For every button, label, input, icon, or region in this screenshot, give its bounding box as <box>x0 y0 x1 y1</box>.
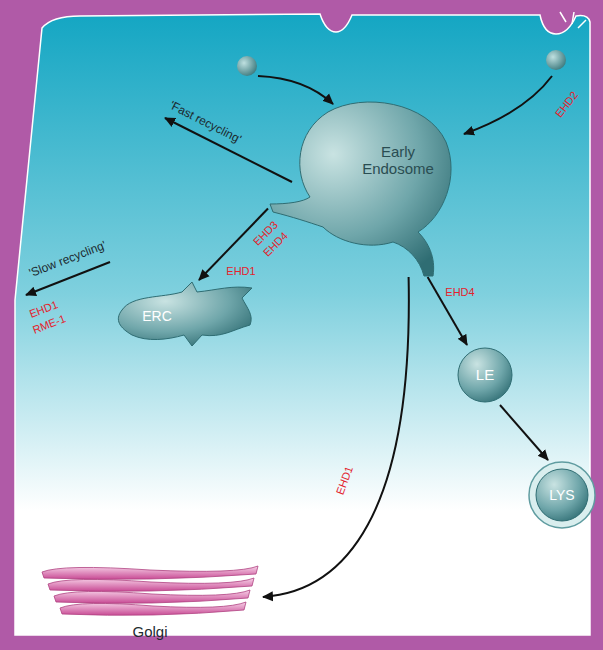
protein-label: EHD4 <box>445 286 474 299</box>
node-label: Early Endosome <box>348 143 448 178</box>
golgi-stack: Golgi <box>38 560 263 642</box>
trafficking-arrow <box>263 277 409 597</box>
protein-label: EHD1 <box>226 265 255 278</box>
node-label: LE <box>476 366 494 383</box>
node-label: Golgi <box>132 623 167 640</box>
node-shape <box>112 280 257 350</box>
node-label: ERC <box>142 308 172 324</box>
endocytosis-arrow <box>258 76 333 104</box>
endocytosis-arrow <box>464 76 552 134</box>
vesicle <box>237 56 257 76</box>
membrane-spikes <box>560 12 586 28</box>
lysosome: LYS <box>527 460 597 530</box>
trafficking-arrow <box>500 405 548 460</box>
vesicle <box>546 50 566 70</box>
node-label: LYS <box>549 487 574 503</box>
late-endosome: LE <box>455 345 515 405</box>
node-shape <box>268 92 458 277</box>
early-endosome: Early Endosome <box>268 92 458 277</box>
cytoplasm <box>15 14 590 635</box>
recycling-compartment: ERC <box>112 280 257 350</box>
